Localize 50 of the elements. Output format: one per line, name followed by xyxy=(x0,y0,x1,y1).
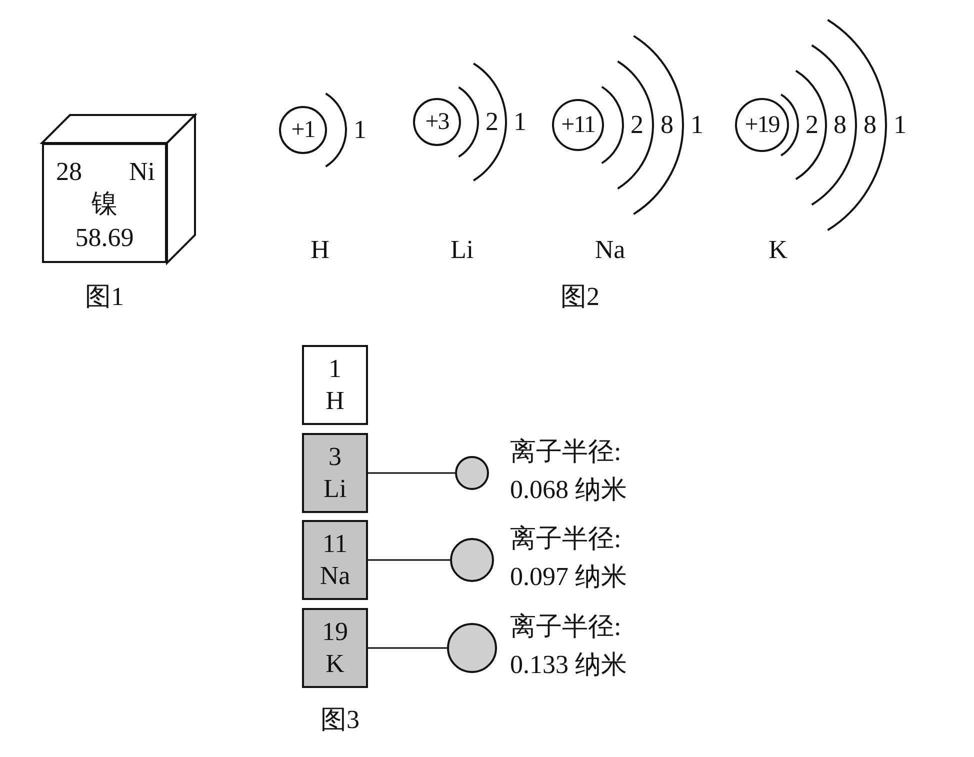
ion-radius-note: 离子半径: 0.133 纳米 xyxy=(510,611,628,681)
figure-caption: 图2 xyxy=(560,282,600,312)
element-cell xyxy=(302,345,368,425)
atomic-number: 19 xyxy=(322,616,348,648)
charge-label: +3 xyxy=(425,108,449,136)
ion-circle xyxy=(450,538,494,582)
element-symbol: Na xyxy=(594,235,626,265)
element-symbol: Li xyxy=(323,473,347,505)
connector-line xyxy=(368,559,450,561)
atomic-number: 11 xyxy=(322,528,348,560)
figure-caption: 图3 xyxy=(320,705,360,735)
element-symbol: K xyxy=(326,648,344,680)
electron-count: 8 xyxy=(834,110,846,140)
ion-radius-note: 离子半径: 0.097 纳米 xyxy=(510,523,628,593)
charge-label: +19 xyxy=(744,112,780,138)
electron-count: 1 xyxy=(894,110,906,140)
element-symbol: Ni xyxy=(129,157,155,187)
nucleus-circle xyxy=(413,98,461,146)
element-name: 镍 xyxy=(90,189,118,219)
electron-count: 1 xyxy=(690,110,704,140)
element-symbol: K xyxy=(768,235,788,265)
electron-count: 8 xyxy=(864,110,876,140)
ion-radius-note: 离子半径: 0.068 纳米 xyxy=(510,436,628,506)
connector-line xyxy=(368,472,455,474)
electron-count: 1 xyxy=(354,115,366,145)
element-cell xyxy=(302,520,368,600)
figure-caption: 图1 xyxy=(84,281,125,313)
element-symbol: H xyxy=(310,235,330,265)
element-cell xyxy=(302,608,368,688)
nucleus-circle xyxy=(735,98,789,152)
nucleus-circle xyxy=(552,99,604,151)
element-cell xyxy=(302,433,368,513)
nucleus-circle xyxy=(279,106,327,154)
atomic-number: 28 xyxy=(56,157,82,187)
atomic-number: 1 xyxy=(328,353,342,385)
charge-label: +1 xyxy=(291,116,315,144)
electron-count: 2 xyxy=(486,107,498,137)
electron-count: 2 xyxy=(806,110,818,140)
atomic-mass: 58.69 xyxy=(74,223,135,253)
charge-label: +11 xyxy=(561,112,595,138)
element-symbol: Li xyxy=(450,235,474,265)
electron-count: 8 xyxy=(660,110,674,140)
ion-circle xyxy=(447,623,497,673)
connector-line xyxy=(368,647,447,649)
atomic-number: 3 xyxy=(328,441,342,473)
element-symbol: Na xyxy=(320,560,350,592)
element-symbol: H xyxy=(326,385,344,417)
electron-count: 1 xyxy=(514,107,526,137)
ion-circle xyxy=(455,456,489,490)
electron-count: 2 xyxy=(630,110,644,140)
